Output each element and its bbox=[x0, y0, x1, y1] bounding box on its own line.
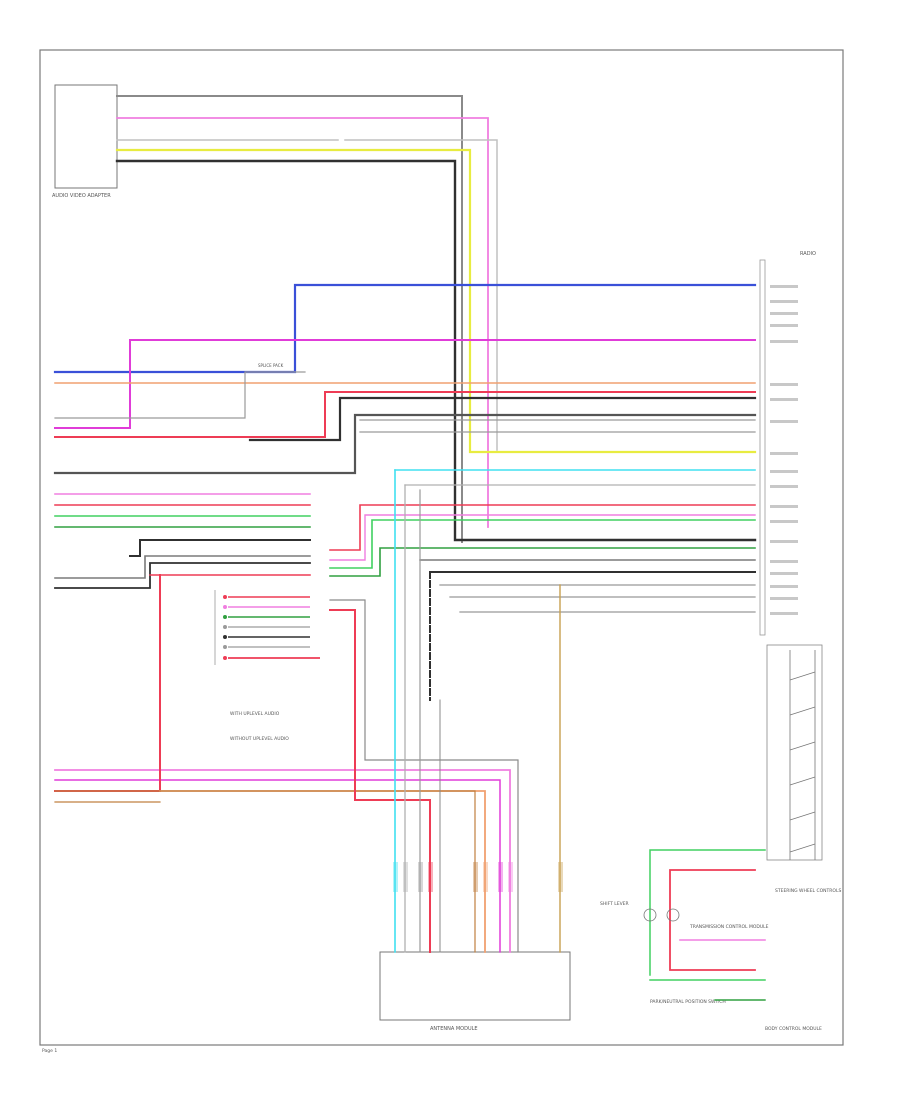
pin-label-bar bbox=[770, 324, 798, 327]
splice-dot-4 bbox=[223, 625, 227, 629]
radio-pin-labels bbox=[770, 285, 798, 615]
pin-label-bar bbox=[770, 470, 798, 473]
pin-label-bar bbox=[770, 452, 798, 455]
wires-lower-right bbox=[643, 849, 766, 1001]
park-neutral-switch-1 bbox=[643, 908, 657, 922]
splice-dot-1 bbox=[223, 595, 227, 599]
wires-top bbox=[115, 95, 757, 543]
legend-item-1: WITH UPLEVEL AUDIO bbox=[230, 711, 280, 717]
steering-switch-ladder bbox=[789, 650, 816, 860]
antenna-connector-pins bbox=[393, 862, 563, 892]
wires-middle bbox=[53, 283, 757, 613]
wire-blue bbox=[53, 283, 757, 374]
ladder-step-5 bbox=[789, 811, 816, 821]
wire-red-drop bbox=[329, 609, 431, 953]
ladder-step-6 bbox=[789, 843, 816, 853]
pin-6 bbox=[483, 862, 488, 892]
wire-gray-drop bbox=[329, 599, 519, 953]
wire-green-right bbox=[329, 519, 756, 569]
legend-item-2: WITHOUT UPLEVEL AUDIO bbox=[230, 736, 289, 742]
antenna-module-label: ANTENNA MODULE bbox=[430, 1026, 478, 1032]
pin-label-bar bbox=[770, 420, 798, 423]
pin-3 bbox=[418, 862, 423, 892]
wire-red-lower-right bbox=[669, 869, 756, 971]
antenna-module-box bbox=[379, 951, 571, 1021]
pin-5 bbox=[473, 862, 478, 892]
wire-lightgray-top bbox=[116, 139, 498, 451]
pin-7 bbox=[498, 862, 503, 892]
wire-darkgreen-right bbox=[329, 547, 756, 577]
wire-red-lower bbox=[54, 574, 161, 792]
wire-pink-top bbox=[116, 117, 489, 528]
steering-wheel-controls-label: STEERING WHEEL CONTROLS bbox=[775, 888, 841, 894]
body-control-label: BODY CONTROL MODULE bbox=[765, 1026, 822, 1032]
wire-gray-mid2 bbox=[359, 419, 756, 433]
wire-darkgray-mid bbox=[53, 413, 757, 475]
radio-connector-box bbox=[759, 259, 766, 636]
pin-2 bbox=[403, 862, 408, 892]
ladder-step-1 bbox=[789, 671, 816, 681]
pin-label-bar bbox=[770, 597, 798, 600]
wire-brown-lower bbox=[54, 790, 476, 953]
splice-dot-3 bbox=[223, 615, 227, 619]
radio-label: RADIO bbox=[800, 251, 816, 257]
pin-label-bar bbox=[770, 560, 798, 563]
pin-1 bbox=[393, 862, 398, 892]
wire-black-bundle-5 bbox=[129, 539, 311, 557]
pin-label-bar bbox=[770, 312, 798, 315]
pin-4 bbox=[428, 862, 433, 892]
pin-label-bar bbox=[770, 340, 798, 343]
transmission-control-label: TRANSMISSION CONTROL MODULE bbox=[689, 924, 769, 930]
pin-label-bar bbox=[770, 485, 798, 488]
ladder-step-2 bbox=[789, 706, 816, 716]
steering-wheel-controls-box bbox=[766, 644, 823, 861]
splice-dot-2 bbox=[223, 605, 227, 609]
pin-label-bar bbox=[770, 285, 798, 288]
wire-red-right bbox=[329, 504, 756, 551]
pin-label-bar bbox=[770, 612, 798, 615]
wire-green-lower-right bbox=[649, 849, 766, 976]
wire-gray-bundle-6 bbox=[54, 555, 311, 579]
pin-9 bbox=[558, 862, 563, 892]
pin-label-bar bbox=[770, 383, 798, 386]
splice-connector bbox=[214, 590, 320, 665]
wire-magenta bbox=[54, 339, 756, 429]
pin-label-bar bbox=[770, 398, 798, 401]
splice-dot-7 bbox=[223, 656, 227, 660]
park-neutral-switch-2 bbox=[666, 908, 680, 922]
shift-lever-label: SHIFT LEVER bbox=[600, 901, 629, 907]
ladder-step-3 bbox=[789, 741, 816, 751]
wire-orange-lower bbox=[159, 790, 486, 953]
ladder-step-4 bbox=[789, 776, 816, 786]
splice-dot-5 bbox=[223, 635, 227, 639]
wires-lower bbox=[54, 469, 561, 953]
splice-pack-label: SPLICE PACK bbox=[258, 363, 284, 368]
wire-gray-top bbox=[116, 95, 463, 543]
page-label: Page 1 bbox=[42, 1048, 57, 1054]
wire-red-mid bbox=[54, 391, 756, 438]
pin-label-bar bbox=[770, 505, 798, 508]
audio-video-adapter-box bbox=[54, 84, 118, 189]
wire-black-mid bbox=[248, 396, 757, 442]
pin-label-bar bbox=[770, 520, 798, 523]
audio-video-adapter-label: AUDIO VIDEO ADAPTER bbox=[52, 193, 111, 199]
wire-pink-right bbox=[329, 514, 756, 561]
wire-black-top bbox=[115, 159, 757, 542]
pin-label-bar bbox=[770, 540, 798, 543]
pin-8 bbox=[508, 862, 513, 892]
wire-pink-lower bbox=[54, 769, 511, 953]
pin-label-bar bbox=[770, 572, 798, 575]
diagram-frame bbox=[39, 49, 844, 1046]
pin-label-bar bbox=[770, 585, 798, 588]
wire-gray-mid bbox=[54, 371, 306, 419]
splice-dot-6 bbox=[223, 645, 227, 649]
wire-magenta-lower bbox=[54, 779, 501, 953]
wire-yellow-top bbox=[115, 148, 757, 454]
park-neutral-label: PARK/NEUTRAL POSITION SWITCH bbox=[650, 999, 726, 1005]
pin-label-bar bbox=[770, 300, 798, 303]
